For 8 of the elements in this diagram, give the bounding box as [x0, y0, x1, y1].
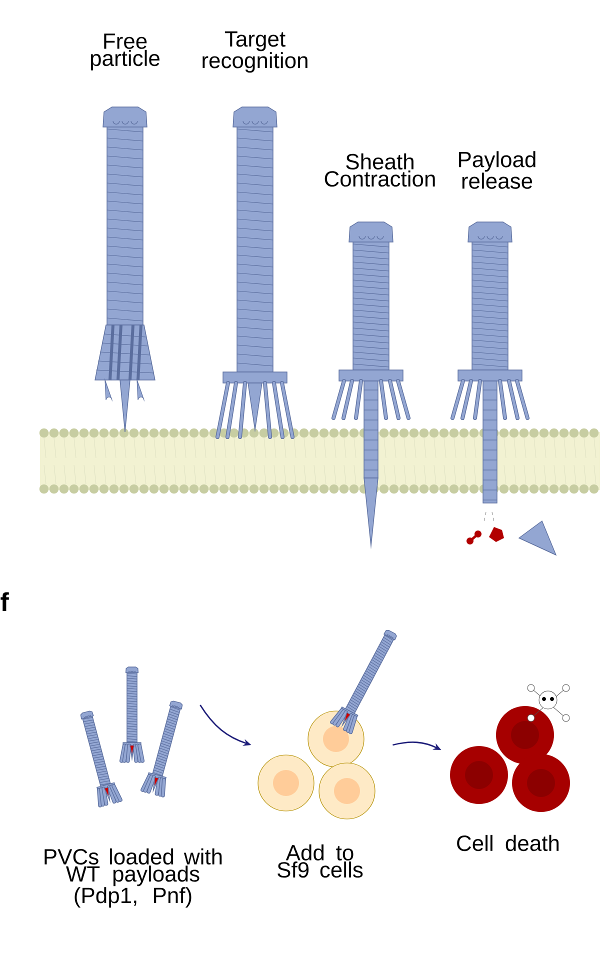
- stage-label: Target recognition: [202, 31, 308, 73]
- stage-label: Sheath Contraction: [324, 153, 435, 187]
- panel-letter: f: [0, 592, 9, 612]
- step-label: PVCs loaded with WT payloads (Pdp1, Pnf): [44, 848, 222, 908]
- stage-label: Payload release: [459, 151, 536, 189]
- step-label: Add to Sf9 cells: [278, 844, 363, 878]
- stage-label: Free particle: [90, 34, 160, 70]
- step-label: Cell death: [457, 834, 559, 852]
